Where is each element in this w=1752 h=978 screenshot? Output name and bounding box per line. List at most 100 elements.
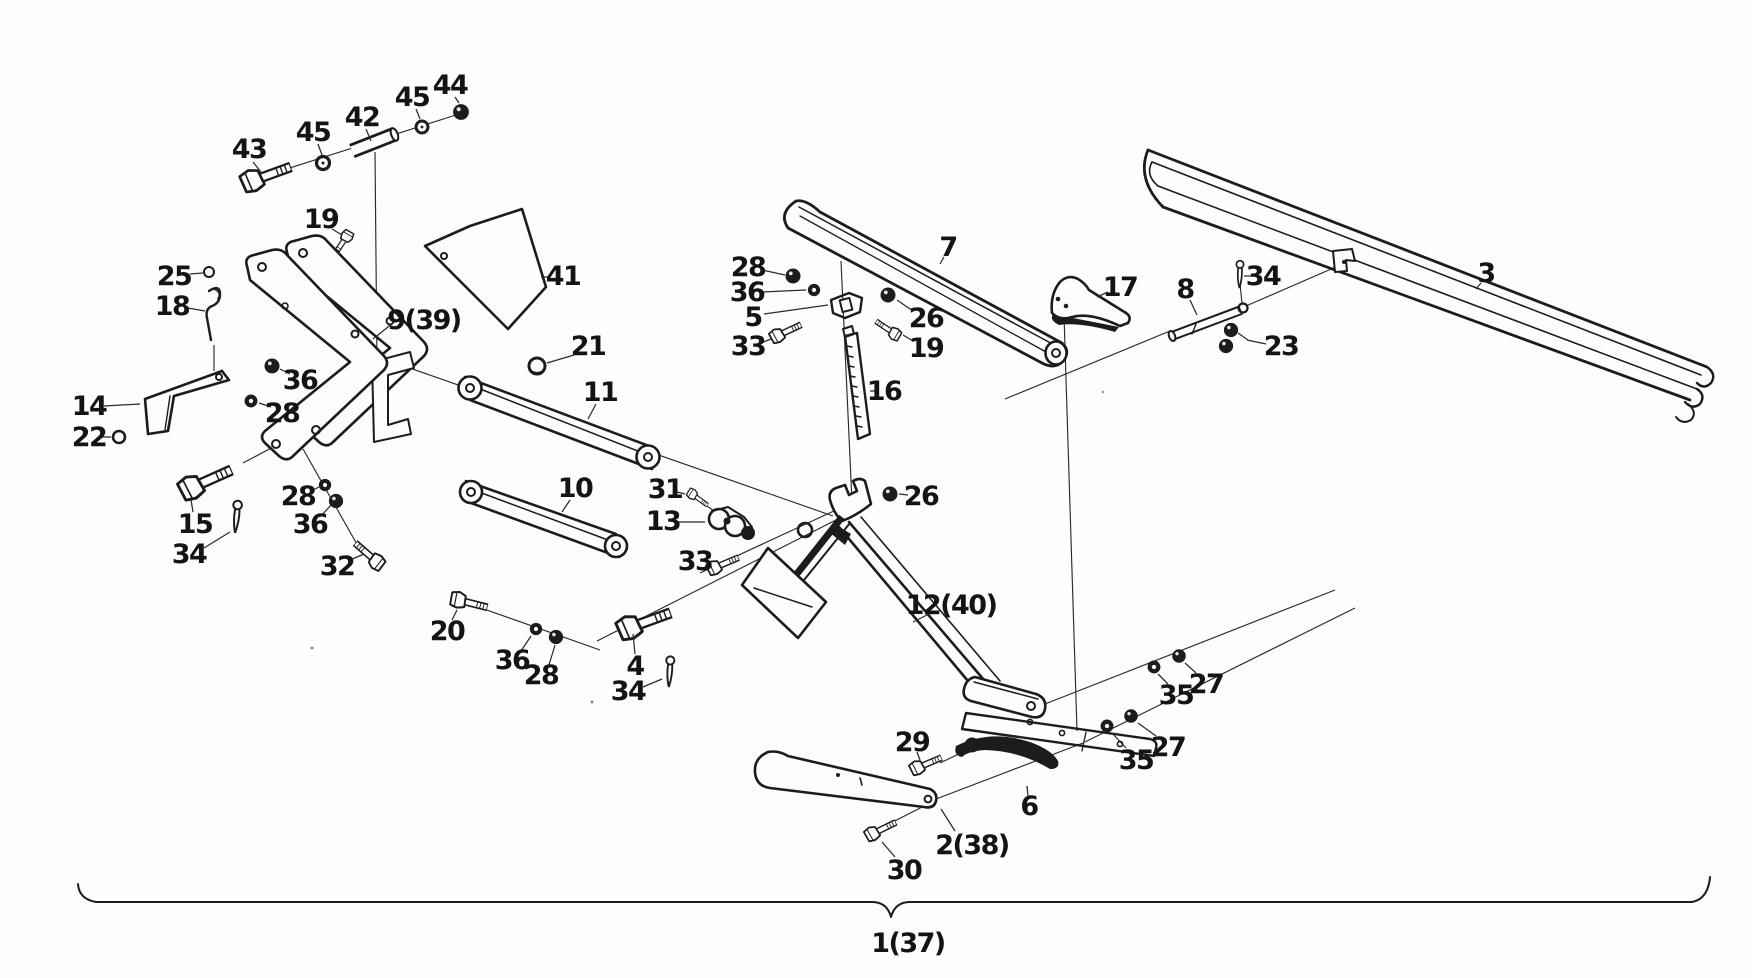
cotter-pin-34a bbox=[230, 499, 244, 535]
washer-45a bbox=[314, 154, 332, 172]
part-callout-11-20: 11 bbox=[583, 377, 618, 408]
washer-36c bbox=[529, 622, 543, 636]
part-callout-28-14: 28 bbox=[265, 398, 300, 429]
clamp-5 bbox=[829, 291, 864, 320]
leader-line-45-3 bbox=[415, 108, 421, 120]
leader-line-36-18 bbox=[321, 504, 332, 516]
nut-27a bbox=[1172, 649, 1186, 663]
leader-line-33-24 bbox=[705, 564, 713, 568]
assembly-label: 1(37) bbox=[871, 928, 945, 959]
bolt-15 bbox=[176, 459, 236, 503]
clamp-13 bbox=[707, 506, 755, 540]
leader-line-36-31 bbox=[760, 289, 807, 293]
part-callout-22-12: 22 bbox=[72, 422, 107, 453]
part-callout-20-25: 20 bbox=[430, 616, 465, 647]
leader-line-42-2 bbox=[365, 128, 372, 142]
part-callout-16-37: 16 bbox=[867, 376, 902, 407]
scan-specks bbox=[310, 390, 1105, 704]
leader-line-45-1 bbox=[317, 143, 323, 156]
washer-45b bbox=[414, 119, 430, 135]
leader-line-6-46 bbox=[1026, 785, 1029, 797]
leader-line-3-42 bbox=[1475, 282, 1482, 290]
leader-line-12(40)-44 bbox=[912, 614, 928, 623]
nut-26-top bbox=[880, 287, 896, 303]
washer-28a bbox=[244, 394, 258, 408]
leader-line-8-39 bbox=[1189, 299, 1198, 316]
grommet-21 bbox=[527, 356, 547, 376]
part-callout-44-4: 44 bbox=[433, 70, 468, 101]
part-callout-2(38)-47: 2(38) bbox=[935, 830, 1009, 861]
leader-line-26-34 bbox=[896, 299, 914, 312]
part-callout-14-11: 14 bbox=[72, 391, 107, 422]
leader-line-36-13 bbox=[279, 368, 291, 375]
leader-line-9(39)-9 bbox=[372, 322, 394, 340]
part-callout-28-30: 28 bbox=[731, 252, 766, 283]
part-callout-23-41: 23 bbox=[1264, 331, 1299, 362]
ring-25 bbox=[203, 266, 215, 278]
bolt-19-top bbox=[873, 316, 903, 342]
part-callout-26-43: 26 bbox=[904, 481, 939, 512]
part-callout-5-32: 5 bbox=[744, 302, 761, 333]
clip-18 bbox=[205, 286, 222, 342]
leader-line-34-29 bbox=[642, 678, 663, 688]
nut-28-top bbox=[785, 268, 801, 284]
part-callout-35-51: 35 bbox=[1119, 745, 1154, 776]
part-callout-33-33: 33 bbox=[731, 331, 766, 362]
leader-line-25-6 bbox=[189, 272, 204, 275]
part-callout-12(40)-44: 12(40) bbox=[906, 590, 997, 621]
leader-line-35-51 bbox=[1111, 732, 1127, 749]
bolt-33-top bbox=[768, 318, 804, 345]
washer-35b bbox=[1100, 719, 1114, 733]
bolt-4 bbox=[615, 602, 675, 643]
bolt-30 bbox=[863, 816, 899, 843]
leader-line-20-25 bbox=[451, 609, 458, 621]
part-callout-15-15: 15 bbox=[178, 509, 213, 540]
rail-3 bbox=[1142, 148, 1715, 423]
nut-28b bbox=[318, 478, 332, 492]
leader-line-23-41 bbox=[1246, 339, 1267, 345]
nut-26-apex bbox=[882, 486, 898, 502]
leader-line-14-11 bbox=[103, 403, 141, 407]
part-callout-31-22: 31 bbox=[648, 474, 683, 505]
part-callout-19-5: 19 bbox=[304, 204, 339, 235]
part-callout-28-27: 28 bbox=[524, 660, 559, 691]
part-callout-36-13: 36 bbox=[283, 365, 318, 396]
washer-35a bbox=[1147, 660, 1161, 674]
part-callout-26-34: 26 bbox=[909, 303, 944, 334]
leader-line-29-45 bbox=[916, 751, 921, 761]
part-callout-27-52: 27 bbox=[1151, 732, 1186, 763]
leader-line-27-50 bbox=[1184, 662, 1197, 674]
skid-6 bbox=[955, 736, 1059, 769]
part-callout-4-28: 4 bbox=[626, 651, 644, 682]
leader-line-33-33 bbox=[760, 338, 772, 344]
part-callout-27-50: 27 bbox=[1189, 669, 1224, 700]
part-callout-29-45: 29 bbox=[895, 727, 930, 758]
part-callout-34-40: 34 bbox=[1246, 261, 1281, 292]
assembly-brace bbox=[77, 876, 1711, 918]
bolt-32 bbox=[350, 537, 387, 572]
leader-line-44-4 bbox=[454, 96, 460, 104]
washer-36-top bbox=[807, 283, 821, 297]
leader-line-34-16 bbox=[203, 531, 231, 549]
nut-23b bbox=[1218, 338, 1234, 354]
adjusting-rack-16 bbox=[842, 325, 872, 441]
leader-line-31-22 bbox=[676, 491, 686, 495]
leader-line-28-30 bbox=[761, 269, 786, 276]
part-callout-25-6: 25 bbox=[157, 261, 192, 292]
part-callout-35-49: 35 bbox=[1159, 680, 1194, 711]
plate-41 bbox=[423, 207, 548, 331]
part-callout-9(39)-9: 9(39) bbox=[387, 305, 461, 336]
part-callout-41-8: 41 bbox=[546, 261, 581, 292]
part-callout-21-10: 21 bbox=[571, 331, 606, 362]
leader-line-27-52 bbox=[1137, 722, 1157, 737]
bolt-31 bbox=[685, 487, 710, 509]
leader-line-28-17 bbox=[310, 486, 320, 492]
leader-line-43-0 bbox=[252, 161, 262, 173]
leader-line-10-21 bbox=[561, 499, 571, 513]
a-frame-12-40 bbox=[740, 477, 1158, 758]
leader-line-4-28 bbox=[632, 633, 636, 655]
part-callout-32-19: 32 bbox=[320, 551, 355, 582]
leader-line-17-38 bbox=[1096, 291, 1109, 298]
